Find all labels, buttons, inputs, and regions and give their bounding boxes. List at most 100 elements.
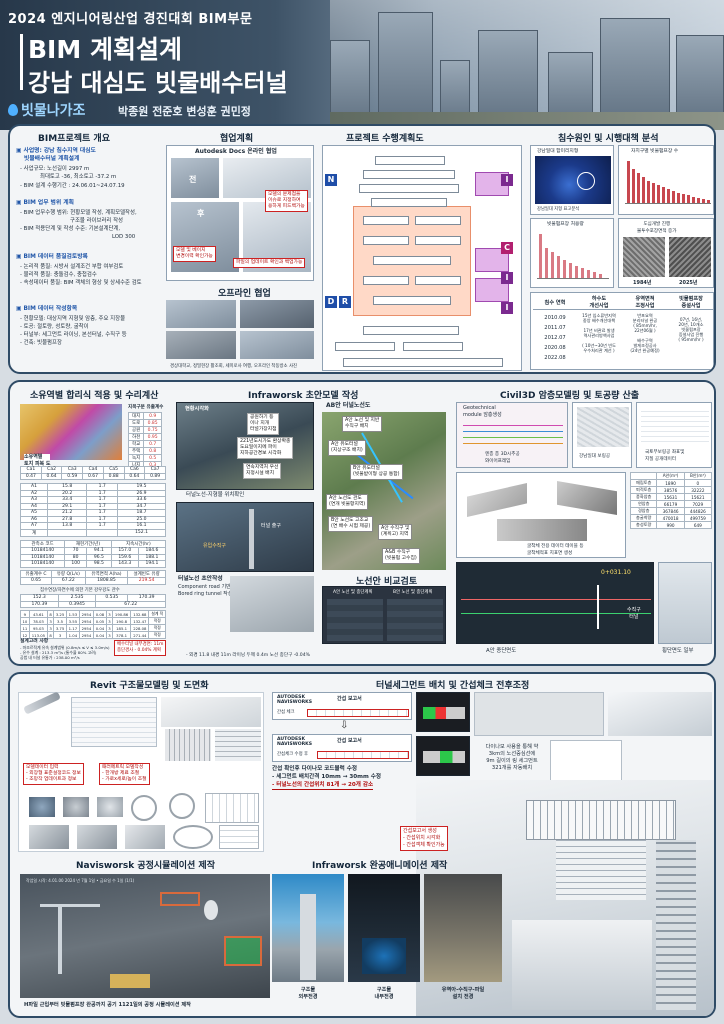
tunnel-segment-render (467, 483, 527, 517)
phase-tag-i: I (501, 174, 513, 186)
qa-line: - 속성데이터 품질: BIM 객체의 형상 및 상세수준 검토 (20, 280, 142, 286)
offline-photo (166, 331, 236, 359)
urban-title: 도심개발 진행 불투수포장면적 증가 (637, 222, 677, 234)
table-cell: 연암층 (629, 500, 658, 508)
docs-screenshot (171, 158, 219, 198)
flow-step (403, 342, 463, 351)
navisworks-logo: AUTODESK NAVISWORKS (277, 695, 313, 705)
arrow-down-icon: ⇩ (340, 720, 349, 731)
shaft-caption: 수직구 터널 (627, 607, 641, 620)
countermeasure-table: 침수 연혁 하수도 개선사업 유역면적 조정사업 빗물펌프장 증설사업 2010… (530, 292, 714, 370)
compare-a-table (327, 599, 383, 641)
terrain-map-panel: 강남일대 함미리지형 강남일대 지형 표고분석 (530, 145, 614, 215)
table-cell: 80 (64, 553, 88, 561)
target-line: - 터널부: 세그먼트 라이닝, 본선터널, 수직구 등 (20, 332, 127, 338)
table-cell: 0.8 (143, 447, 162, 455)
pump-count-chart: 자치구별 빗물펌프장 수 (618, 145, 714, 215)
component-model (29, 825, 69, 849)
process-title: 프로젝트 수행계획도 (346, 134, 424, 144)
flow-step (363, 236, 409, 245)
table-cell: 990 (656, 521, 685, 529)
table-cell: 32222 (683, 486, 713, 494)
issue-note: 모델의 문제점을 이슈로 지정하여 용하게 피드백가능 (265, 190, 308, 212)
backup-note: 파일의 업데이트 확인과 백업가능 (233, 258, 306, 268)
table-cell: 184.6 (137, 547, 167, 555)
scope-line: - BIM 적용단계 및 작성 수준: 기본설계단계, (20, 226, 121, 232)
boring-caption: 강남일대 보링공 (579, 454, 611, 459)
table-cell: 194.1 (137, 560, 167, 568)
table-cell: 10184140 (19, 547, 66, 555)
table-cell: 7029 (683, 500, 713, 508)
clash-fix-line: - 터널노선의 간섭위치 81개 → 20개 감소 (272, 782, 374, 790)
table-cell: 0.08 (93, 610, 107, 618)
table-cell: 113.05 (28, 631, 49, 639)
construction-item (110, 974, 150, 988)
land-cover-caption: 소유역별 토지 피복 도 (24, 454, 51, 468)
flow-side-box (475, 278, 509, 302)
land-cover-map (20, 404, 122, 460)
crane-jib (40, 904, 100, 907)
project-heading-2: 빗물배수터널 계획설계 (24, 156, 80, 162)
table-cell: 185.1 (111, 624, 132, 632)
ring-tunnel-render (230, 576, 314, 632)
excavation-render (497, 519, 587, 541)
clash-report-before: AUTODESK NAVISWORKS 간섭 보고서 간섭 체크 (272, 692, 412, 720)
pump-capacity-chart: 빗물펌프장 처용량 (530, 218, 614, 288)
table-cell: 3.5 (53, 617, 67, 625)
table-cell: 132.68 (130, 610, 150, 618)
segment-clash-render (416, 692, 470, 732)
clash-report-title: 간섭 보고서 (337, 738, 362, 744)
qa-heading: ▣ BIM 데이터 품질검토방록 (16, 254, 88, 260)
table-cell (47, 528, 88, 537)
clash-row-table (307, 709, 409, 717)
table-cell: 1.53 (65, 610, 80, 618)
revit-parametric-note: 패러메트릭 모델작성 - 한개방 제료 조절 - 가로x세로/높이 조절 (99, 763, 150, 785)
capacity-bar (581, 268, 584, 278)
component-model (63, 797, 89, 817)
table-cell: 2954 (78, 610, 95, 618)
water-drop-icon (8, 104, 18, 116)
pipe-model (23, 691, 61, 715)
calc-title: 집수연장/자연수에 의한 기본 강우강도 관수 (40, 588, 120, 593)
revit-data-note: 모델데이터 입력 - 외장형 표준설정코드 정보 - 조망작 업데이트과 정보 (23, 763, 84, 785)
segment-clash-highlight (423, 751, 465, 763)
table-cell: 1.04 (65, 631, 80, 639)
construction-frame (224, 936, 262, 966)
geotech-caption: 엔층 층 3D시추공 와이어프레임 (485, 452, 520, 464)
pump-bar (667, 189, 670, 203)
table-cell: 190.86 (111, 610, 132, 618)
dynamo-graph (474, 692, 604, 736)
table-cell: 470018 (656, 514, 685, 522)
capacity-bar (587, 270, 590, 278)
pump-bar (657, 185, 660, 203)
clash-report-title: 간섭 보고서 (337, 696, 362, 702)
year-1984: 1984년 (633, 280, 652, 286)
pump-capacity-title: 빗물펌프장 처용량 (547, 222, 584, 227)
terrain-map-caption: 강남일대 지형 표고분석 (537, 207, 580, 212)
table-cell: 0 (683, 479, 713, 487)
table-cell: 219.54 (127, 577, 166, 585)
overview-title: BIM프로젝트 개요 (38, 134, 110, 144)
building-section (512, 920, 652, 1010)
station-label: 0+031.10 (601, 569, 631, 576)
drawing-sheet (219, 825, 259, 849)
table-cell: 378.1 (111, 631, 132, 639)
design-line: 공법 내 터널 유통가 : 238.00 m³/s (20, 655, 80, 660)
flow-step (415, 236, 461, 245)
table-cell: 98.5 (86, 560, 112, 568)
phase-tag-i: I (501, 302, 513, 314)
pump-bar (647, 181, 650, 203)
table-cell: 10 (20, 617, 30, 625)
legend-title: 지목구분 유출계수 (128, 405, 164, 410)
table-cell: 170.39 (127, 594, 166, 602)
page-title-line1: BIM 계획설계 (28, 35, 182, 64)
profile-tunnel-line (461, 613, 651, 614)
flow-step (415, 276, 461, 285)
current-visual-render: 현황시각화 공원하기 등 이나 지개 터널가장지점 221년도시가도 환상확충 … (176, 402, 314, 490)
route-note: A안 수직구 및 (계획고) 지역 (378, 524, 413, 540)
table-cell: 0.75 (143, 426, 162, 434)
crane-mast (58, 904, 62, 974)
basin-adjust-text: 반포요역 분리터널 완공 ( 85mm/hr, 22년06월 ) 배수구역 발게… (630, 313, 660, 353)
